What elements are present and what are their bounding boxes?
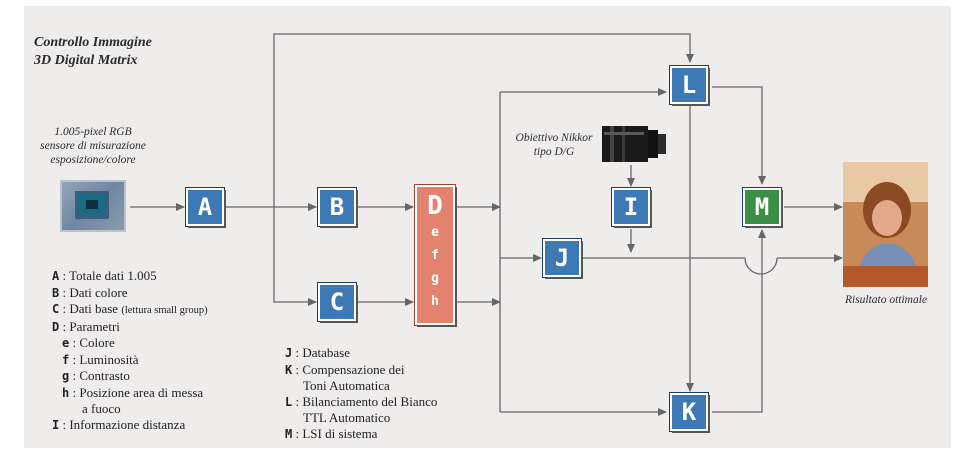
legend-key-h: h bbox=[62, 385, 70, 400]
legend-item-j: J : Database bbox=[285, 345, 437, 362]
legend-item-a: A : Totale dati 1.005 bbox=[52, 268, 208, 285]
box-b: B bbox=[318, 188, 356, 226]
sensor-caption-line-2: sensore di misurazione bbox=[40, 140, 146, 152]
legend-text-e: : Colore bbox=[72, 335, 115, 350]
lens-caption-line-1: Obiettivo Nikkor bbox=[515, 132, 593, 144]
legend-key-d: D bbox=[52, 319, 60, 334]
title-line-1: Controllo Immagine bbox=[34, 35, 152, 50]
box-d-sub-g: g bbox=[431, 271, 439, 286]
edge-j-hop bbox=[744, 257, 778, 275]
legend-item-f: f : Luminosità bbox=[52, 352, 208, 369]
legend-text-k: : Compensazione dei bbox=[295, 361, 405, 377]
lens-caption-line-2: tipo D/G bbox=[533, 146, 575, 158]
box-l: L bbox=[670, 66, 708, 104]
sensor-caption-line-1: 1.005-pixel RGB bbox=[54, 126, 132, 138]
box-i: I bbox=[612, 188, 650, 226]
legend-text-c: : Dati base bbox=[62, 301, 119, 316]
box-d-label: D bbox=[427, 191, 443, 221]
legend-item-k-cont: Toni Automatica bbox=[303, 378, 390, 393]
box-a: A bbox=[186, 188, 224, 226]
sensor-caption: 1.005-pixel RGB sensore di misurazione e… bbox=[28, 125, 158, 167]
box-k: K bbox=[670, 393, 708, 431]
box-m: M bbox=[743, 188, 781, 226]
edge-k-m bbox=[712, 229, 766, 413]
legend-item-g: g : Contrasto bbox=[52, 368, 208, 385]
legend-text-j: : Database bbox=[295, 345, 350, 360]
box-j: J bbox=[543, 239, 581, 277]
legend-item-k: K : Compensazione dei bbox=[285, 362, 437, 379]
result-caption: Risultato ottimale bbox=[844, 294, 928, 306]
diagram-title: Controllo Immagine 3D Digital Matrix bbox=[34, 34, 152, 70]
edge-split-l bbox=[273, 33, 694, 207]
legend-text-f: : Luminosità bbox=[72, 351, 139, 367]
sensor-caption-line-3: esposizione/colore bbox=[50, 154, 136, 166]
lens-icon bbox=[602, 126, 666, 162]
legend-item-e: e : Colore bbox=[52, 335, 208, 352]
box-c: C bbox=[318, 283, 356, 321]
result-photo bbox=[843, 162, 928, 287]
diagram-panel bbox=[24, 6, 951, 448]
legend-item-h: h : Posizione area di messa bbox=[52, 385, 208, 402]
legend-text-c-small: (lettura small group) bbox=[121, 305, 208, 316]
legend-text-a: : Totale dati 1.005 bbox=[62, 268, 157, 283]
box-d-sub-h: h bbox=[431, 294, 439, 309]
legend-key-m: M bbox=[285, 426, 293, 441]
legend-item-c: C : Dati base (lettura small group) bbox=[52, 301, 208, 319]
legend-text-g: : Contrasto bbox=[72, 368, 130, 383]
edge-split-c bbox=[273, 207, 317, 306]
legend-text-i: : Informazione distanza bbox=[62, 416, 186, 432]
legend-text-l: : Bilanciamento del Bianco bbox=[295, 393, 438, 409]
legend-key-j: J bbox=[285, 346, 293, 360]
legend-item-d: D : Parametri bbox=[52, 319, 208, 336]
legend-text-h: : Posizione area di messa bbox=[72, 384, 204, 400]
legend-item-b: B : Dati colore bbox=[52, 285, 208, 302]
box-d-sub-e: e bbox=[431, 225, 439, 240]
legend-key-b: B bbox=[52, 285, 60, 300]
legend-item-i: I : Informazione distanza bbox=[52, 417, 208, 434]
legend-key-k: K bbox=[285, 362, 293, 377]
legend-key-l: L bbox=[285, 394, 293, 409]
legend-text-d: : Parametri bbox=[62, 318, 120, 334]
lens-caption: Obiettivo Nikkor tipo D/G bbox=[498, 131, 610, 159]
box-d-sub-f: f bbox=[431, 248, 439, 263]
sensor-image bbox=[60, 180, 126, 232]
legend-key-i: I bbox=[52, 417, 60, 432]
legend-item-h-cont: a fuoco bbox=[82, 401, 121, 416]
legend-right: J : Database K : Compensazione dei Toni … bbox=[285, 345, 437, 442]
legend-item-l: L : Bilanciamento del Bianco bbox=[285, 394, 437, 411]
legend-key-f: f bbox=[62, 352, 70, 367]
legend-text-m: : LSI di sistema bbox=[295, 425, 378, 441]
title-line-2: 3D Digital Matrix bbox=[34, 53, 138, 68]
legend-item-l-cont: TTL Automatico bbox=[303, 410, 391, 425]
legend-left: A : Totale dati 1.005 B : Dati colore C … bbox=[52, 268, 208, 433]
legend-key-g: g bbox=[62, 369, 70, 383]
legend-item-m: M : LSI di sistema bbox=[285, 426, 437, 443]
edge-l-m bbox=[712, 86, 766, 185]
legend-key-a: A bbox=[52, 269, 60, 283]
legend-key-c: C bbox=[52, 302, 60, 316]
legend-text-b: : Dati colore bbox=[62, 284, 128, 300]
box-d: D e f g h bbox=[415, 185, 455, 325]
legend-key-e: e bbox=[62, 336, 70, 350]
